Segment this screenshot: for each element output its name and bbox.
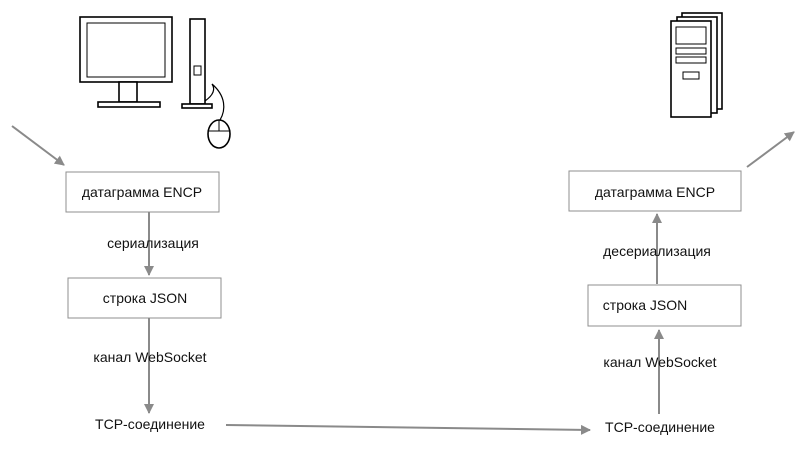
server-drive-bay-3 (675, 56, 707, 64)
tcp-link-arrow (225, 424, 591, 435)
server-drive-bay-2 (675, 47, 707, 55)
deserialize-label: десериализация (603, 243, 711, 259)
desktop-computer-icon (79, 16, 231, 149)
server-channel-label: канал WebSocket (603, 354, 716, 370)
server-datagram-box (568, 170, 742, 212)
client-datagram-label: датаграмма ENCP (82, 184, 202, 200)
server-json-label: строка JSON (603, 297, 687, 313)
tower-drive (193, 65, 202, 76)
server-drive-bay-1 (675, 26, 707, 45)
client-json-label: строка JSON (103, 290, 187, 306)
tower-icon (189, 18, 206, 105)
client-json-box (67, 277, 222, 319)
monitor-stand (118, 81, 138, 103)
server-tcp-label: TCP-соединение (605, 419, 715, 435)
mouse-cable (204, 83, 225, 121)
client-datagram-box (65, 171, 220, 213)
output-arrow (746, 131, 795, 168)
serialize-label: сериализация (107, 235, 199, 251)
tower-base (181, 103, 213, 109)
client-tcp-label: TCP-соединение (95, 416, 205, 432)
monitor-base (97, 101, 161, 108)
server-button (682, 71, 700, 80)
server-datagram-label: датаграмма ENCP (595, 184, 715, 200)
input-arrow (11, 125, 65, 166)
server-tower-icon (670, 12, 723, 118)
server-json-box (587, 284, 742, 327)
client-channel-label: канал WebSocket (93, 349, 206, 365)
monitor-screen (86, 22, 166, 78)
